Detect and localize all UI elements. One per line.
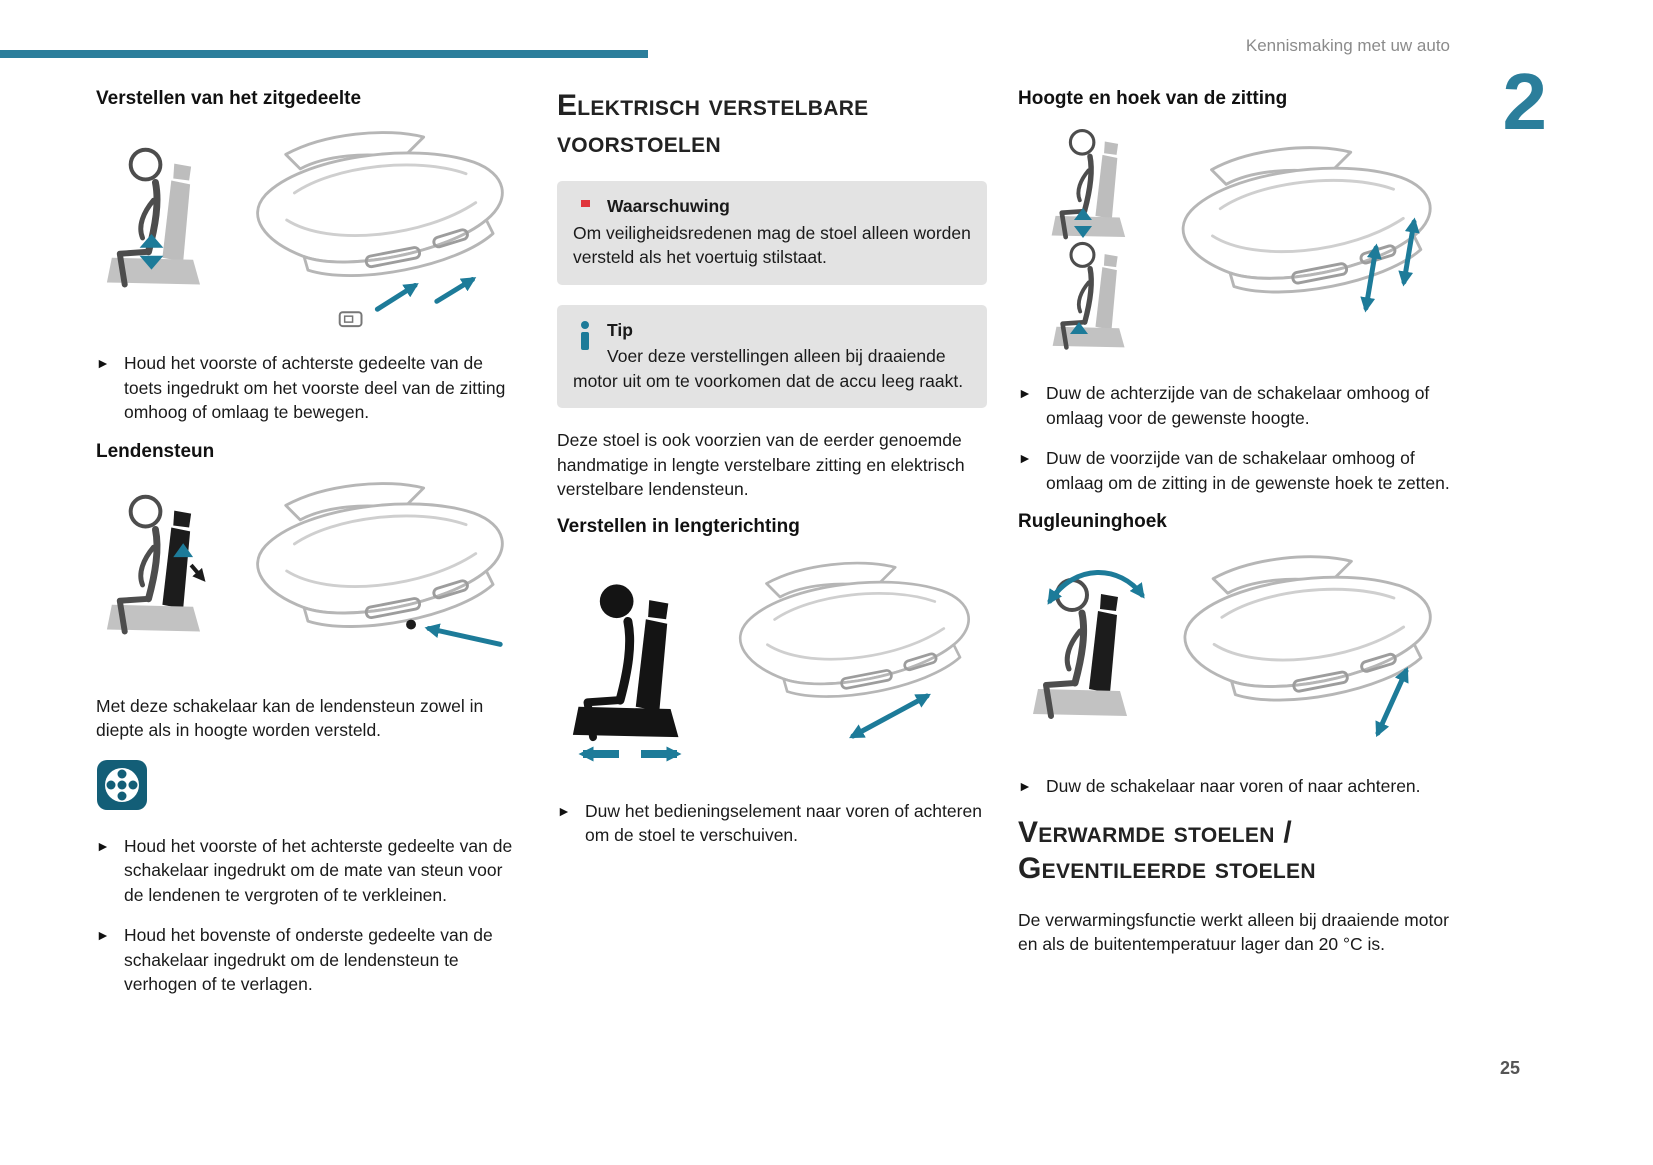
instruction-bullet: ► Duw de voorzijde van de schakelaar omh… — [1018, 446, 1452, 495]
intro-paragraph: Deze stoel is ook voorzien van de eerder… — [557, 430, 965, 500]
height-arrow-icon — [1398, 217, 1420, 287]
chapter-number: 2 — [1502, 57, 1548, 146]
instruction-bullet: ► Duw het bedieningselement naar voren o… — [557, 799, 987, 848]
tip-box: Tip Voer deze verstellingen alleen bij d… — [557, 304, 987, 409]
bullet-arrow-icon: ► — [96, 927, 110, 943]
bullet-arrow-icon: ► — [1018, 385, 1032, 401]
heading-seat-tilt: Verstellen van het zitgedeelte — [96, 88, 362, 109]
heading-heated-seats: Verwarmde stoelen / Geventileerde stoele… — [1018, 815, 1316, 886]
seated-figure — [1053, 243, 1125, 347]
down-arrow-icon — [139, 255, 164, 270]
switch-arrow-icon — [424, 623, 503, 647]
bullet-text: Houd het voorste of het achterste gedeel… — [124, 835, 513, 905]
lumbar-paragraph: Met deze schakelaar kan de lendensteun z… — [96, 695, 484, 741]
recline-arrow-icon — [1375, 666, 1409, 738]
column-middle: Elektrisch verstelbare voorstoelen Waars… — [557, 88, 987, 864]
up-arrow-icon — [1074, 208, 1092, 220]
lumbar-knob — [406, 619, 416, 629]
up-arrow-icon — [1070, 322, 1088, 334]
bullet-arrow-icon: ► — [557, 802, 571, 819]
heated-paragraph: De verwarmingsfunctie werkt alleen bij d… — [1018, 909, 1449, 955]
bullet-arrow-icon: ► — [1018, 778, 1032, 794]
switch-arrow-icon — [374, 282, 419, 312]
seated-figure — [1052, 131, 1126, 237]
heading-length-adjust: Verstellen in lengterichting — [557, 515, 800, 537]
running-header: Kennismaking met uw auto — [1245, 36, 1450, 55]
down-arrow-icon — [1074, 226, 1092, 238]
seat-height-illustration — [1018, 120, 1432, 365]
bullet-text: Duw het bedieningselement naar voren of … — [585, 800, 982, 846]
tip-text: Voer deze verstellingen alleen bij draai… — [573, 346, 964, 391]
page-number: 25 — [1499, 1058, 1520, 1078]
warning-title: Waarschuwing — [607, 196, 730, 217]
column-right: Hoogte en hoek van de zitting ► Duw de a… — [1018, 88, 1452, 971]
instruction-bullet: ► Duw de schakelaar naar voren of naar a… — [1018, 774, 1452, 799]
seat-perspective — [1181, 146, 1432, 294]
heading-lumbar: Lendensteun — [96, 440, 215, 462]
bullet-arrow-icon: ► — [96, 355, 110, 371]
heading-electric-seats: Elektrisch verstelbare voorstoelen — [557, 89, 869, 159]
tip-title: Tip — [607, 319, 633, 340]
bullet-text: Duw de schakelaar naar voren of naar ach… — [1046, 776, 1421, 796]
up-arrow-icon — [139, 233, 164, 248]
warning-icon — [575, 197, 595, 208]
warning-box: Waarschuwing Om veiligheidsredenen mag d… — [557, 181, 987, 285]
down-arrow-icon — [189, 563, 206, 582]
bullet-text: Duw de achterzijde van de schakelaar omh… — [1046, 383, 1430, 428]
seat-tilt-illustration — [96, 131, 504, 328]
seated-figure — [107, 496, 200, 631]
seated-figure-silhouette — [573, 584, 679, 737]
length-adjust-illustration — [557, 561, 971, 762]
warning-text: Om veiligheidsredenen mag de stoel allee… — [573, 222, 971, 268]
seat-perspective — [256, 481, 504, 628]
slide-arrow-icon — [849, 693, 931, 739]
bullet-arrow-icon: ► — [1018, 450, 1032, 466]
info-icon — [575, 320, 595, 350]
instruction-bullet: ► Duw de achterzijde van de schakelaar o… — [1018, 381, 1452, 430]
instruction-bullet: ► Houd het voorste of achterste gedeelte… — [96, 351, 522, 425]
switch-arrow-icon — [434, 277, 477, 304]
backrest-angle-illustration — [1018, 555, 1432, 738]
height-arrow-icon — [1360, 243, 1382, 313]
bullet-text: Houd het voorste of achterste gedeelte v… — [124, 353, 506, 422]
column-left: Verstellen van het zitgedeelte ► Houd he… — [96, 88, 522, 1013]
heading-backrest-angle: Rugleuninghoek — [1018, 511, 1167, 532]
lumbar-control-icon — [97, 759, 147, 810]
lumbar-illustration — [96, 481, 504, 647]
switch-detail — [338, 311, 363, 328]
seat-perspective — [1183, 555, 1432, 702]
bullet-text: Houd het bovenste of onderste gedeelte v… — [124, 925, 493, 994]
bullet-arrow-icon: ► — [96, 837, 110, 854]
seat-perspective — [738, 561, 971, 698]
instruction-bullet: ► Houd het bovenste of onderste gedeelte… — [96, 923, 522, 997]
seated-figure — [1033, 580, 1127, 716]
seat-perspective — [256, 131, 504, 278]
instruction-bullet: ► Houd het voorste of het achterste gede… — [96, 834, 522, 908]
bullet-text: Duw de voorzijde van de schakelaar omhoo… — [1046, 448, 1450, 493]
header-rule — [0, 50, 648, 58]
tilt-arc-arrow-icon — [1047, 570, 1145, 605]
up-arrow-icon — [173, 542, 194, 557]
heading-seat-height: Hoogte en hoek van de zitting — [1018, 88, 1288, 109]
